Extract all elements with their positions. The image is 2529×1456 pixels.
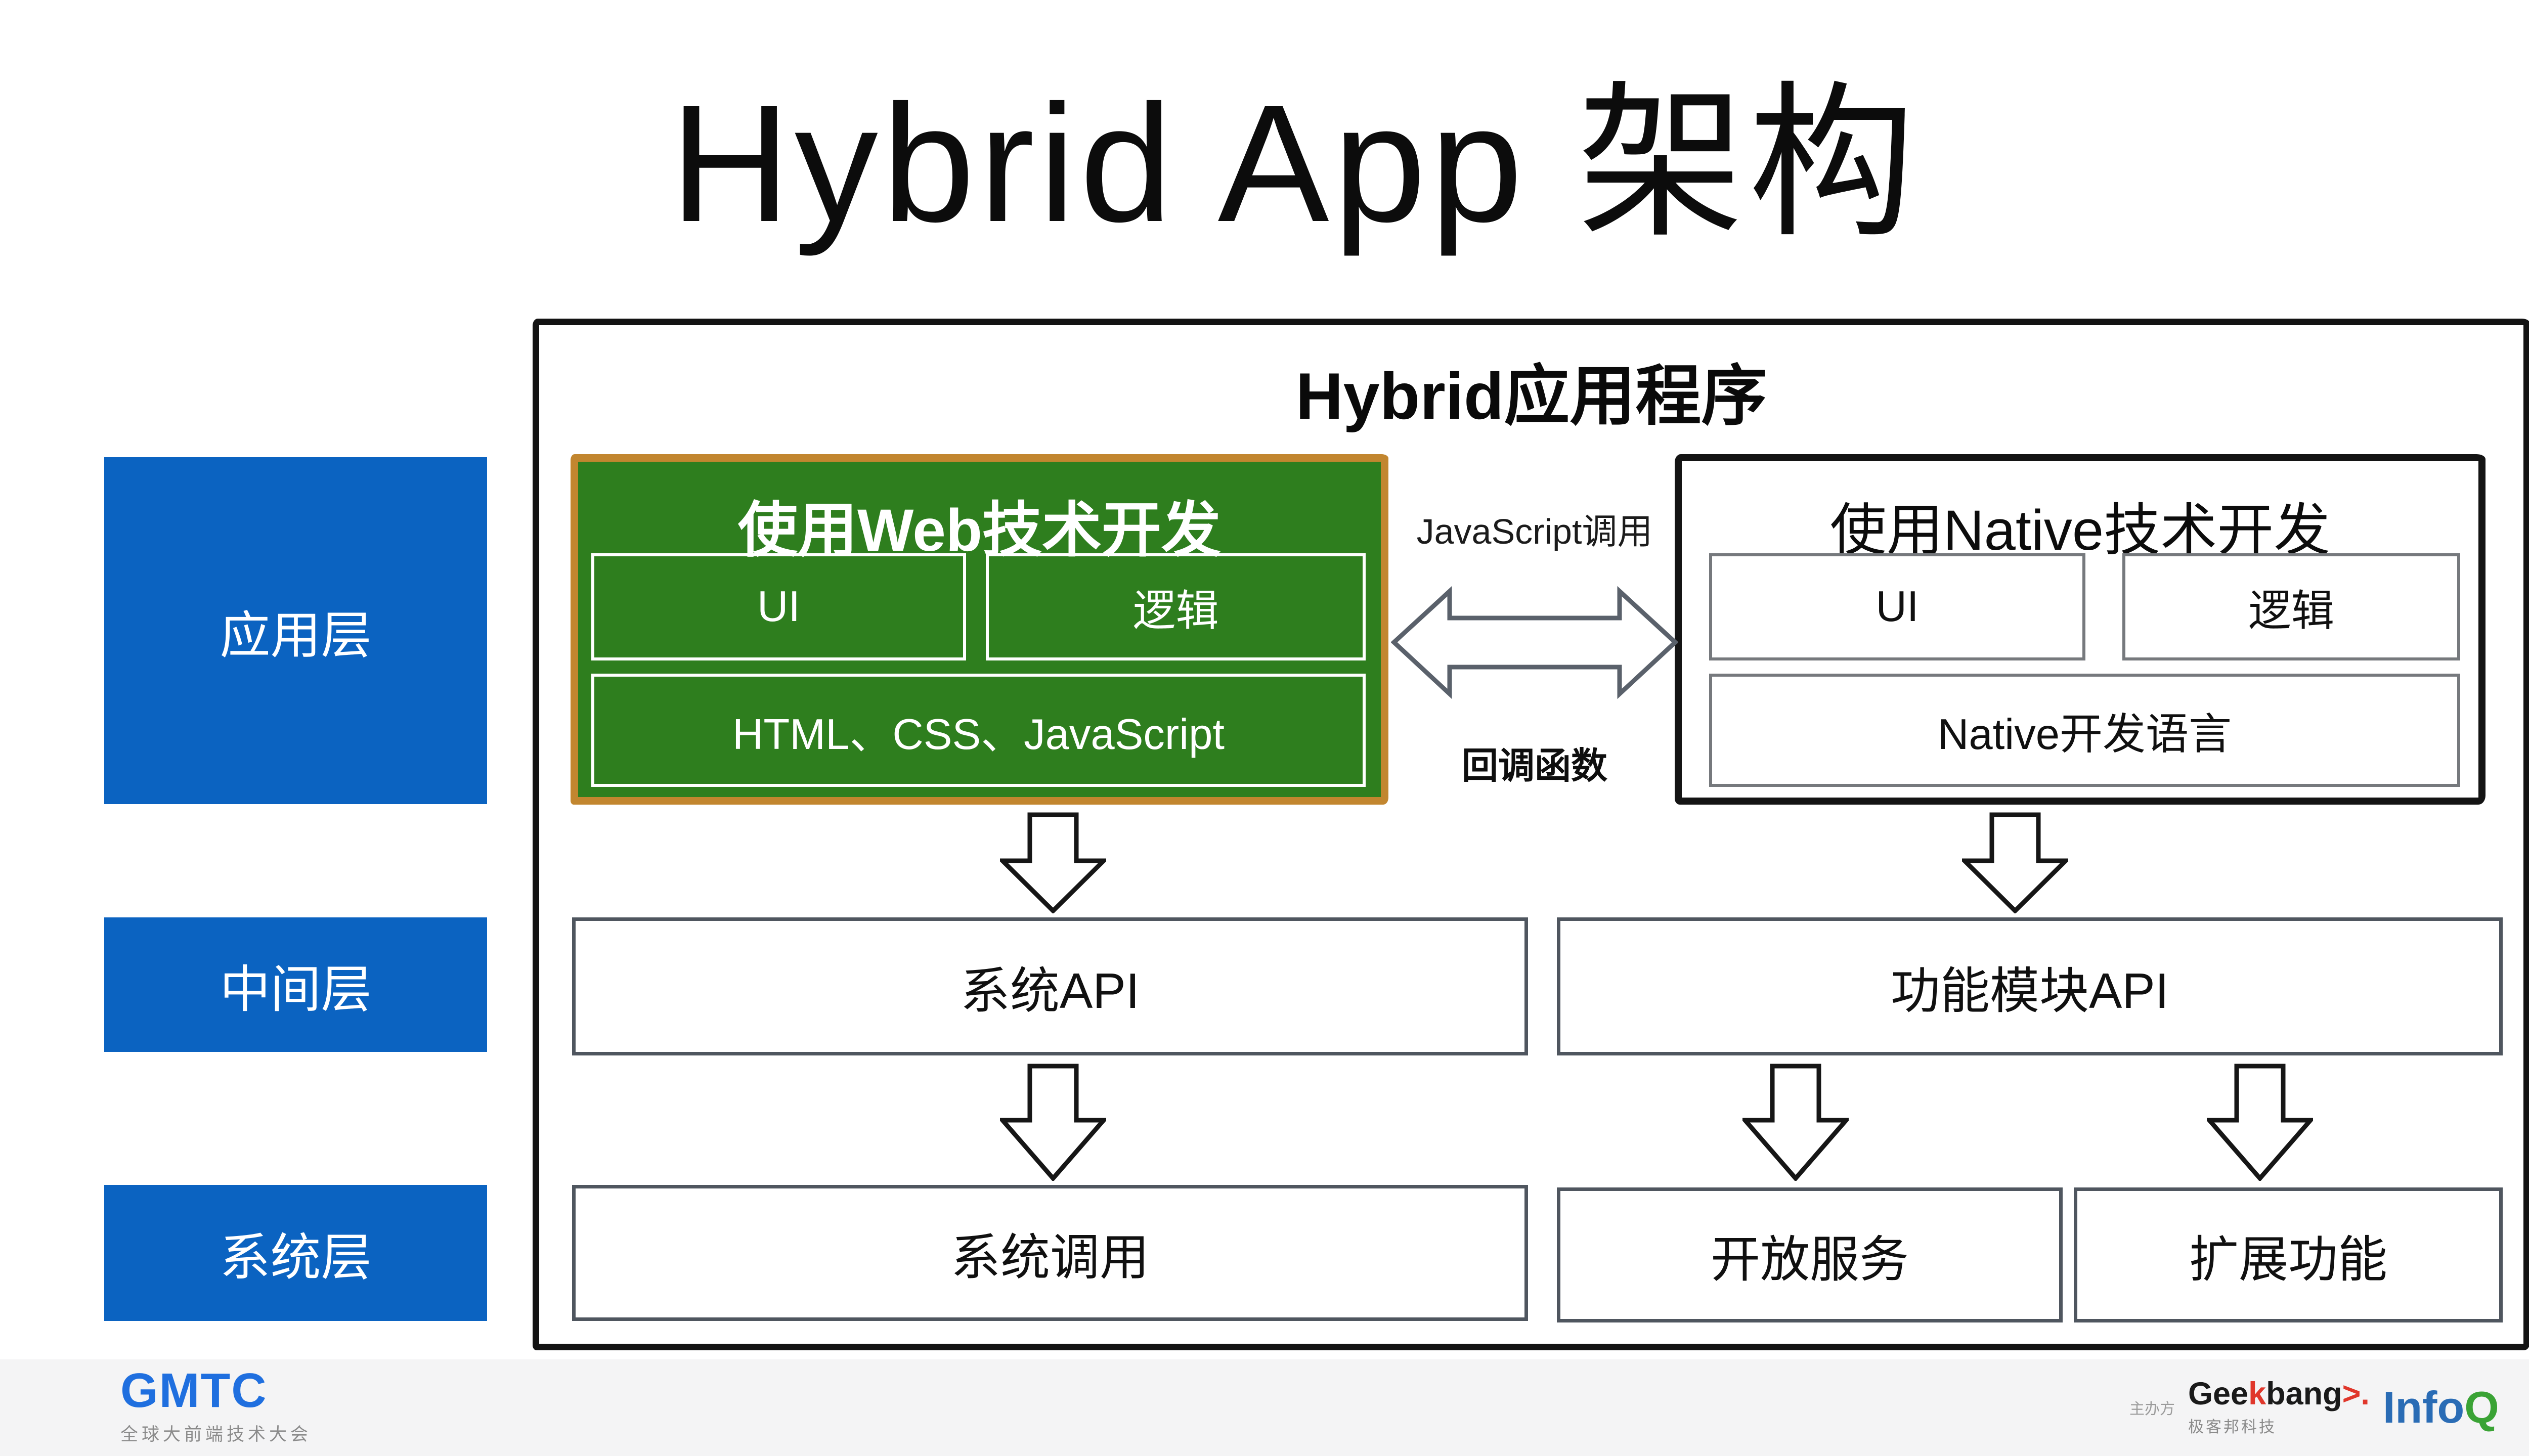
- module-api-box: 功能模块API: [1557, 917, 2503, 1055]
- gmtc-logo-text: GMTC: [120, 1363, 268, 1418]
- native-dev-box: [1675, 454, 2486, 805]
- down-arrow-icon: [997, 812, 1109, 916]
- infoq-logo: InfoQ: [2383, 1385, 2499, 1430]
- system-api-label: 系统API: [961, 962, 1140, 1019]
- web-tech-box: HTML、CSS、JavaScript: [591, 674, 1366, 787]
- infoq-text-info: Info: [2382, 1382, 2465, 1432]
- down-arrow-icon: [997, 1064, 1109, 1183]
- bidirectional-arrow-icon: [1390, 570, 1679, 715]
- web-logic-label: 逻辑: [1132, 587, 1219, 635]
- system-call-label: 系统调用: [950, 1229, 1149, 1285]
- gmtc-subtitle: 全球大前端技术大会: [120, 1425, 312, 1444]
- native-ui-box: UI: [1709, 553, 2085, 660]
- layer-label: 系统层: [220, 1229, 372, 1286]
- open-service-label: 开放服务: [1710, 1231, 1909, 1287]
- geekbang-logo: Geekbang>. 极客邦科技: [2188, 1378, 2370, 1437]
- slide-title: Hybrid App 架构: [670, 70, 1920, 256]
- web-dev-box: [571, 454, 1388, 805]
- host-logos: 主办方 Geekbang>. 极客邦科技 InfoQ: [2129, 1365, 2499, 1449]
- layer-box-middle: 中间层: [104, 917, 487, 1052]
- geekbang-arrow-icon: >.: [2342, 1376, 2370, 1411]
- layer-label: 中间层: [220, 961, 372, 1018]
- down-arrow-icon: [1740, 1064, 1851, 1183]
- native-logic-box: 逻辑: [2122, 553, 2460, 660]
- extend-function-label: 扩展功能: [2189, 1231, 2387, 1287]
- footer-bar: [0, 1359, 2529, 1456]
- extend-function-box: 扩展功能: [2074, 1187, 2503, 1322]
- web-ui-box: UI: [591, 553, 966, 660]
- native-dev-title: 使用Native技术开发: [1829, 499, 2331, 562]
- module-api-label: 功能模块API: [1891, 962, 2169, 1019]
- open-service-box: 开放服务: [1557, 1187, 2063, 1322]
- geekbang-text-1: Gee: [2188, 1376, 2249, 1411]
- web-ui-label: UI: [757, 583, 800, 631]
- native-tech-box: Native开发语言: [1709, 674, 2460, 787]
- geekbang-text-2: bang: [2266, 1376, 2342, 1411]
- host-label: 主办方: [2129, 1401, 2175, 1418]
- web-tech-label: HTML、CSS、JavaScript: [732, 710, 1225, 759]
- system-api-box: 系统API: [572, 917, 1528, 1055]
- geekbang-accent-k: k: [2248, 1376, 2266, 1411]
- native-ui-label: UI: [1876, 583, 1919, 631]
- native-logic-label: 逻辑: [2248, 587, 2334, 635]
- layer-box-system: 系统层: [104, 1185, 487, 1321]
- bridge-top-label: JavaScript调用: [1416, 512, 1653, 551]
- web-logic-box: 逻辑: [986, 553, 1366, 660]
- web-dev-title: 使用Web技术开发: [738, 497, 1221, 564]
- gmtc-logo: GMTC 全球大前端技术大会: [120, 1366, 312, 1446]
- layer-label: 应用层: [220, 607, 372, 664]
- layer-box-application: 应用层: [104, 457, 487, 804]
- down-arrow-icon: [1959, 812, 2071, 916]
- system-call-box: 系统调用: [572, 1185, 1528, 1321]
- bridge-bottom-label: 回调函数: [1461, 746, 1607, 786]
- native-tech-label: Native开发语言: [1938, 710, 2232, 759]
- geekbang-subtitle: 极客邦科技: [2188, 1418, 2277, 1436]
- infoq-text-q: Q: [2464, 1382, 2499, 1432]
- down-arrow-icon: [2204, 1064, 2316, 1183]
- container-title: Hybrid应用程序: [1295, 359, 1767, 433]
